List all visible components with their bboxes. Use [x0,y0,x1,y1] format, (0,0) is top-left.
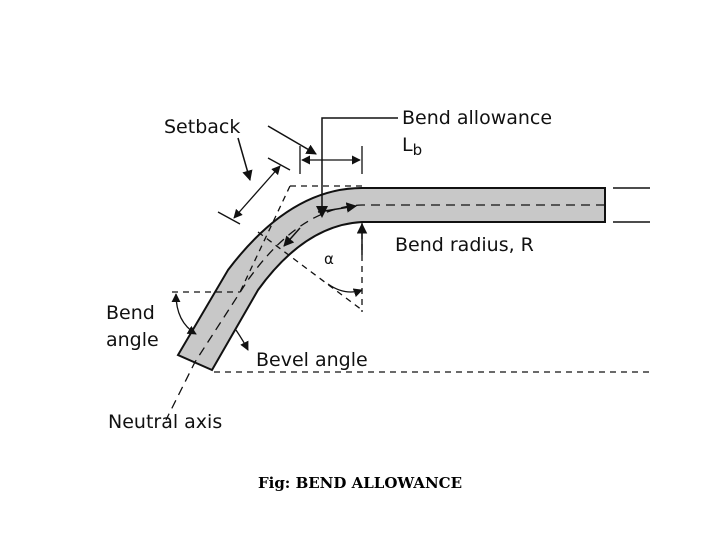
label-lb-main: L [402,134,413,156]
label-setback: Setback [164,116,240,138]
bent-plate [176,187,606,372]
label-lb: Lb [402,134,422,159]
label-bend-radius: Bend radius, R [395,234,534,256]
label-bend-angle-1: Bend [106,302,155,324]
setback-ext-1 [217,211,241,225]
setback-dim-line [233,165,281,219]
label-neutral-axis: Neutral axis [108,411,222,433]
bend-allowance-arrowhead [316,206,328,218]
setback-leader-a [237,137,253,182]
bend-allowance-leader [321,117,398,216]
label-bevel-angle: Bevel angle [256,349,368,371]
label-alpha: α [324,250,334,268]
label-bend-angle-2: angle [106,329,159,351]
bevel-angle-arc [235,329,249,351]
alpha-arc [327,283,363,298]
label-bend-allowance: Bend allowance [402,107,552,129]
setback-ext-2 [267,157,291,171]
bend-angle-arc [171,293,197,335]
neutral-axis-arrow-left [283,227,301,247]
setback-leader-b [267,125,317,155]
mold-line-setback [239,185,291,293]
label-lb-sub: b [413,141,423,159]
figure-caption: Fig: BEND ALLOWANCE [257,474,463,492]
